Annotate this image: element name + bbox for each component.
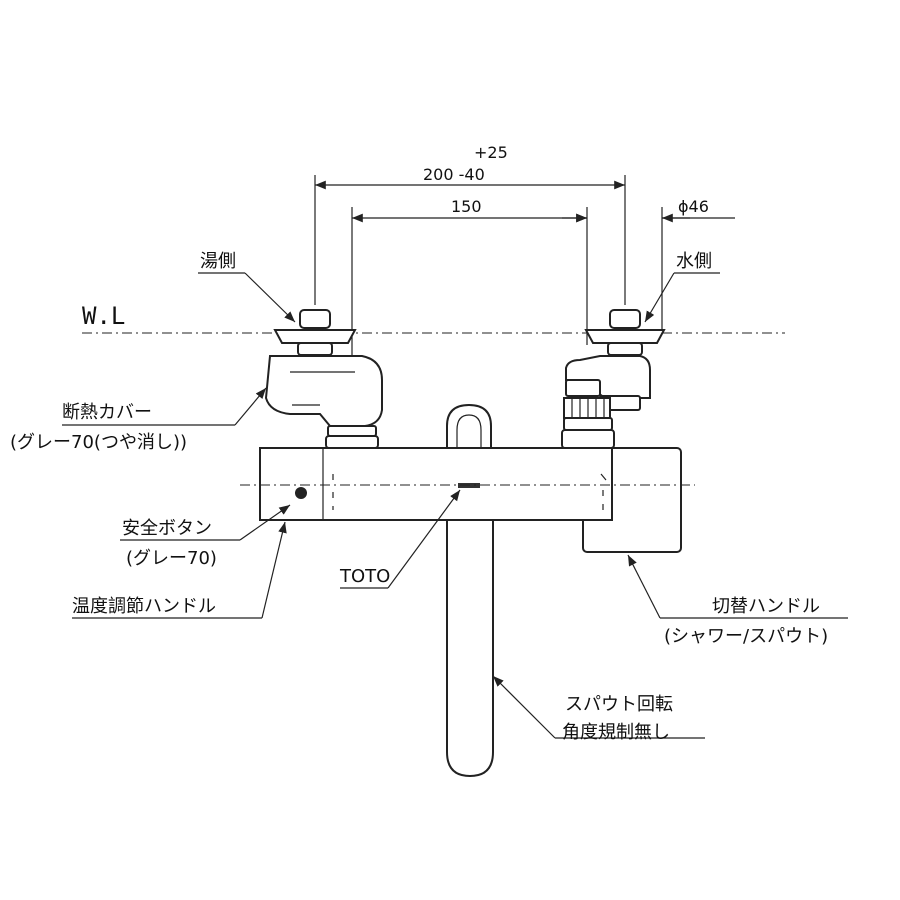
label-temp-handle: 温度調節ハンドル (72, 596, 216, 617)
dimension-150 (351, 207, 588, 360)
label-switch-note: (シャワー/スパウト) (664, 626, 828, 647)
cold-side-connection (561, 309, 666, 449)
label-brand: TOTO (339, 566, 390, 587)
leader-spout (492, 675, 705, 739)
faucet-body (240, 447, 695, 553)
label-switch-title: 切替ハンドル (712, 596, 820, 617)
label-hot-side: 湯側 (200, 251, 236, 272)
leader-cover (62, 387, 267, 426)
label-spout-title: スパウト回転 (565, 694, 673, 715)
dimension-tolerance-plus: +25 (474, 143, 508, 162)
spout-elbow (446, 403, 492, 449)
label-cover-title: 断熱カバー (62, 402, 152, 423)
dimension-200 (314, 175, 626, 305)
safety-button-dot (295, 487, 307, 499)
hot-side-connection (264, 309, 383, 449)
leader-cold-side (644, 272, 720, 323)
waterline-label: W.L (82, 302, 125, 330)
label-spout-note: 角度規制無し (562, 722, 670, 743)
dimension-diameter-label: ϕ46 (678, 197, 709, 216)
dimension-inner-span: 150 (451, 197, 482, 216)
leader-safety (120, 504, 291, 541)
leader-toto (340, 489, 461, 589)
label-safety-title: 安全ボタン (122, 518, 212, 539)
dimension-total-span: 200 -40 (423, 165, 485, 184)
label-cold-side: 水側 (676, 251, 712, 272)
label-safety-note: (グレー70) (126, 548, 217, 569)
main-bar (259, 447, 613, 521)
spout-pipe (446, 519, 494, 778)
label-cover-note: (グレー70(つや消し)) (10, 432, 187, 453)
leader-switch (627, 554, 848, 619)
leader-temp (72, 521, 287, 619)
leader-hot-side (198, 272, 296, 323)
dimension-diameter (562, 207, 735, 330)
